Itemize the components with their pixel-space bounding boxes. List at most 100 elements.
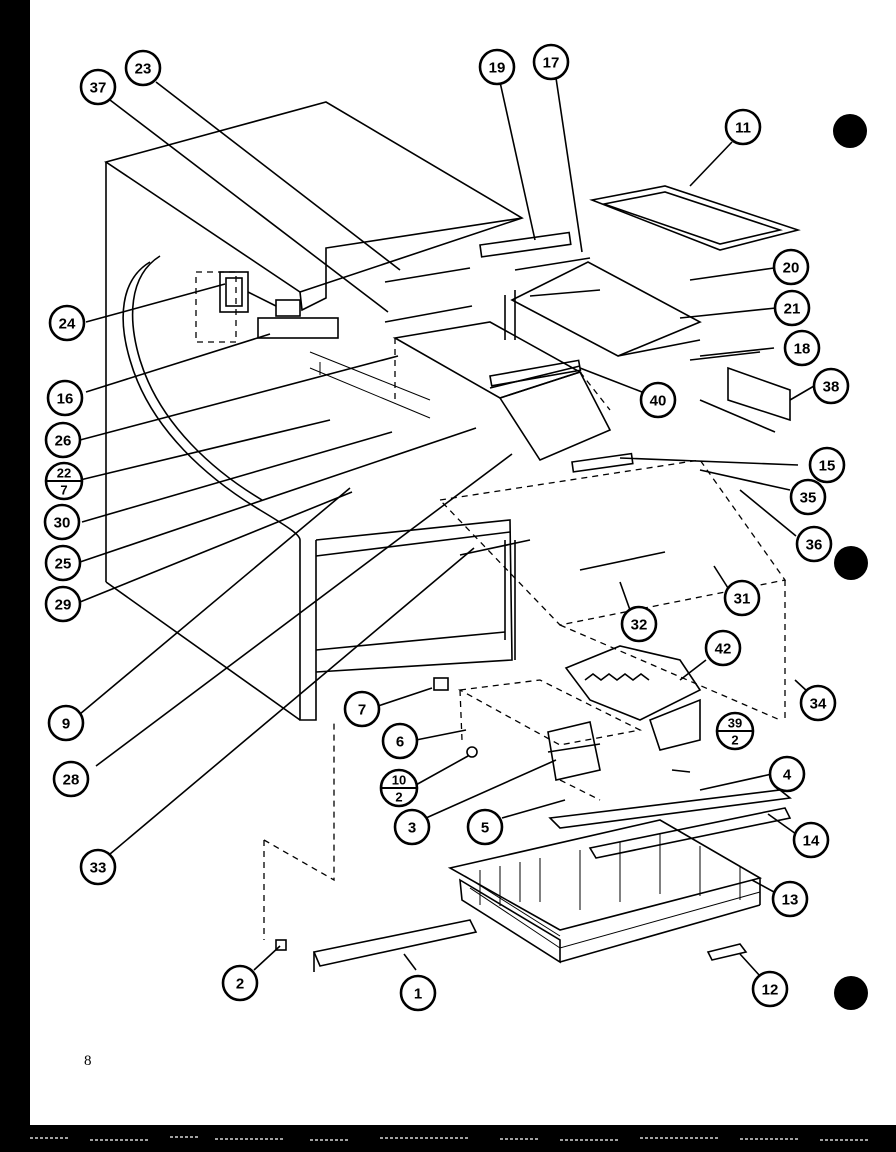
callout-label: 24 <box>59 316 76 333</box>
callout-circle <box>221 964 259 1002</box>
callout-circle <box>812 367 850 405</box>
callout-label: 2 <box>236 976 244 993</box>
callout-40: 40 <box>639 381 677 419</box>
callout-circle <box>704 629 742 667</box>
scan-noise <box>30 1136 870 1141</box>
paper <box>30 0 896 1125</box>
callout-label: 40 <box>650 393 667 410</box>
callout-circle <box>478 48 516 86</box>
callout-12: 12 <box>751 970 789 1008</box>
callout-circle <box>795 525 833 563</box>
callout-11: 11 <box>724 108 762 146</box>
callout-5: 5 <box>466 808 504 846</box>
callout-circle <box>399 974 437 1012</box>
fraction-top: 22 <box>57 466 71 481</box>
callout-label: 9 <box>62 716 70 733</box>
bottom-slide-rail <box>263 720 748 972</box>
callout-circle <box>620 605 658 643</box>
fraction-bottom: 7 <box>60 483 67 498</box>
callout-34: 34 <box>799 684 837 722</box>
callout-1: 1 <box>399 974 437 1012</box>
fraction-top: 39 <box>728 716 742 731</box>
callout-36: 36 <box>795 525 833 563</box>
callout-circle <box>771 880 809 918</box>
callout-7: 7 <box>343 690 381 728</box>
callout-20: 20 <box>772 248 810 286</box>
page-number: 8 <box>84 1053 92 1069</box>
callout-circle <box>808 446 846 484</box>
callout-label: 34 <box>810 696 827 713</box>
callout-circle <box>52 760 90 798</box>
callout-label: 42 <box>715 641 732 658</box>
fraction-callout-39-2: 392 <box>715 711 755 751</box>
fraction-top: 10 <box>392 773 406 788</box>
punch-hole-middle <box>834 546 868 580</box>
callout-label: 15 <box>819 458 836 475</box>
callout-circle <box>381 722 419 760</box>
callout-label: 1 <box>414 986 422 1003</box>
callout-label: 16 <box>57 391 74 408</box>
callout-label: 3 <box>408 820 416 837</box>
light-assembly <box>195 271 339 343</box>
callout-label: 19 <box>489 60 506 77</box>
callout-31: 31 <box>723 579 761 617</box>
callout-9: 9 <box>47 704 85 742</box>
callout-label: 11 <box>735 120 751 137</box>
shelf-panel <box>510 261 702 357</box>
callout-19: 19 <box>478 48 516 86</box>
callout-label: 23 <box>135 61 152 78</box>
callout-25: 25 <box>44 544 82 582</box>
callout-label: 17 <box>543 55 560 72</box>
callout-circle <box>768 755 806 793</box>
callout-24: 24 <box>48 304 86 342</box>
fraction-bottom: 2 <box>731 733 738 748</box>
callout-6: 6 <box>381 722 419 760</box>
callout-16: 16 <box>46 379 84 417</box>
shelf-rails <box>384 231 591 340</box>
punch-hole-bottom <box>834 976 868 1010</box>
fraction-bottom: 2 <box>395 790 402 805</box>
callout-circle <box>47 704 85 742</box>
callout-label: 28 <box>63 772 80 789</box>
callout-circle <box>723 579 761 617</box>
callout-32: 32 <box>620 605 658 643</box>
callout-circle <box>44 421 82 459</box>
callout-circle <box>466 808 504 846</box>
callout-29: 29 <box>44 585 82 623</box>
callout-label: 21 <box>784 301 801 318</box>
callout-circle <box>751 970 789 1008</box>
wire-shelf <box>589 185 801 251</box>
callout-38: 38 <box>812 367 850 405</box>
callout-label: 12 <box>762 982 779 999</box>
fraction-callout-10-2: 102 <box>379 768 419 808</box>
callout-circle <box>799 684 837 722</box>
callout-circle <box>48 304 86 342</box>
callout-circle <box>343 690 381 728</box>
callout-circle <box>773 289 811 327</box>
callout-circle <box>46 379 84 417</box>
callout-label: 38 <box>823 379 840 396</box>
callout-label: 33 <box>90 860 107 877</box>
callout-13: 13 <box>771 880 809 918</box>
callout-15: 15 <box>808 446 846 484</box>
ice-maker <box>564 645 702 751</box>
cabinet <box>104 101 524 721</box>
callout-circle <box>792 821 830 859</box>
callout-23: 23 <box>124 49 162 87</box>
punch-hole-top <box>833 114 867 148</box>
callout-35: 35 <box>789 478 827 516</box>
callout-label: 31 <box>734 591 751 608</box>
basket-rails <box>548 789 792 859</box>
callout-circle <box>124 49 162 87</box>
icemaker-area <box>438 452 787 721</box>
callout-circle <box>393 808 431 846</box>
callout-18: 18 <box>783 329 821 367</box>
callout-circle <box>724 108 762 146</box>
dispenser-motor <box>433 677 643 801</box>
fraction-callout-22-7: 227 <box>44 461 84 501</box>
callout-2: 2 <box>221 964 259 1002</box>
callout-circle <box>44 544 82 582</box>
callout-28: 28 <box>52 760 90 798</box>
callout-circle <box>783 329 821 367</box>
callout-circle <box>789 478 827 516</box>
